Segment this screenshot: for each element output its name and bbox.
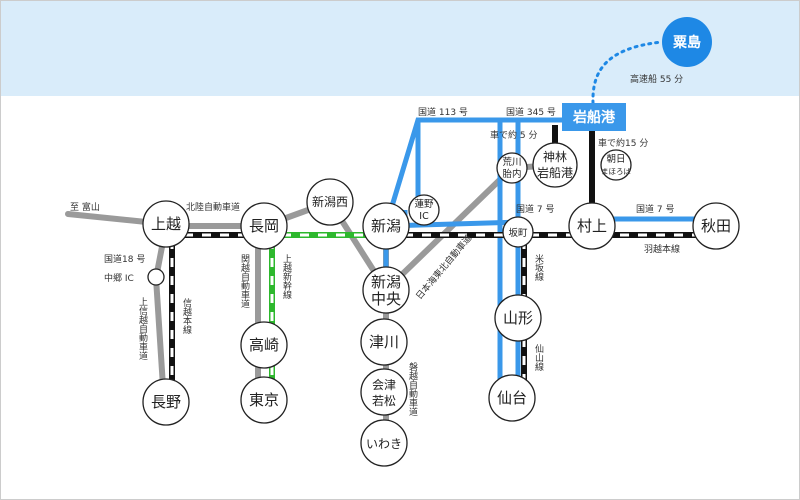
route113-label: 国道 113 号	[418, 106, 468, 118]
car15-label: 車で約15 分	[598, 137, 648, 149]
city-asahi-label-1: 朝日	[606, 154, 625, 165]
city-niigata-nishi-label: 新潟西	[312, 194, 348, 209]
city-murakami[interactable]: 村上	[568, 202, 616, 250]
awashima-node[interactable]: 粟島	[662, 17, 712, 67]
nakago-ic[interactable]: 中郷 IC	[104, 268, 165, 286]
city-arakawa-label-1: 荒川	[502, 157, 521, 168]
iwafune-port-node[interactable]: 岩船港	[562, 103, 626, 131]
ferry-label: 高速船 55 分	[630, 73, 683, 85]
nakago-ic-label: 中郷 IC	[104, 272, 134, 284]
city-nagaoka-label: 長岡	[249, 217, 279, 235]
city-akita[interactable]: 秋田	[692, 202, 740, 250]
city-niigata-label: 新潟	[371, 217, 401, 235]
city-sendai-label: 仙台	[497, 389, 527, 407]
uetsu-label: 羽越本線	[644, 243, 680, 255]
route18-label: 国道18 号	[104, 253, 145, 265]
city-takasaki[interactable]: 高崎	[240, 321, 288, 369]
city-aizu-wakamatsu[interactable]: 会津 若松	[360, 368, 408, 416]
city-nagaoka[interactable]: 長岡	[240, 202, 288, 250]
car5-label: 車で約 5 分	[490, 129, 537, 141]
city-akita-label: 秋田	[701, 217, 731, 235]
route7b-label: 国道 7 号	[636, 203, 674, 215]
city-hasuno-ic[interactable]: 蓮野 IC	[408, 194, 440, 226]
city-aizu-label-2: 若松	[372, 394, 396, 408]
route7a-label: 国道 7 号	[516, 203, 554, 215]
iwafune-port-label: 岩船港	[572, 109, 616, 126]
city-aizu-label-1: 会津	[372, 378, 396, 392]
city-hasuno-ic-label-2: IC	[419, 211, 429, 222]
city-nagano[interactable]: 長野	[142, 378, 190, 426]
city-niigata-chuo-label-2: 中央	[371, 290, 401, 308]
nihonkai-label: 日本海東北自動車道	[413, 232, 474, 302]
city-kamihayashi-label-1: 神林	[543, 150, 567, 164]
city-arakawa-tainai[interactable]: 荒川 胎内	[496, 152, 528, 184]
city-yamagata-label: 山形	[503, 309, 533, 327]
city-asahi-mahoroba[interactable]: 朝日 まほろば	[600, 149, 632, 181]
city-nagano-label: 長野	[151, 393, 181, 411]
awashima-label: 粟島	[672, 34, 701, 51]
kanetsu-label: 関越自動車道	[239, 254, 250, 309]
city-yamagata[interactable]: 山形	[494, 294, 542, 342]
city-sendai[interactable]: 仙台	[488, 374, 536, 422]
hokuriku-label: 北陸自動車道	[186, 201, 240, 213]
city-niigata-chuo-label-1: 新潟	[371, 273, 401, 291]
city-tokyo[interactable]: 東京	[240, 376, 288, 424]
joshinetsu-label: 上信越自動車道	[137, 297, 148, 361]
city-tsugawa[interactable]: 津川	[360, 318, 408, 366]
city-iwaki-label: いわき	[366, 437, 402, 451]
city-kamihayashi[interactable]: 神林 岩船港	[532, 142, 578, 188]
ferry-route	[591, 40, 664, 105]
yonesaka-label: 米坂線	[533, 253, 544, 281]
city-arakawa-label-2: 胎内	[502, 168, 521, 180]
shinetsu-label: 信越本線	[181, 297, 192, 334]
city-joetsu[interactable]: 上越	[142, 200, 190, 248]
city-tokyo-label: 東京	[249, 391, 279, 409]
city-iwaki[interactable]: いわき	[360, 419, 408, 467]
city-asahi-label-2: まほろば	[601, 167, 631, 176]
city-hasuno-ic-label-1: 蓮野	[414, 198, 434, 210]
city-sakamachi-label: 坂町	[508, 228, 528, 239]
city-niigata-chuo[interactable]: 新潟 中央	[362, 266, 410, 314]
senzan-label: 仙山線	[533, 343, 544, 371]
city-tsugawa-label: 津川	[369, 333, 399, 351]
city-niigata-nishi[interactable]: 新潟西	[306, 178, 354, 226]
city-kamihayashi-label-2: 岩船港	[537, 165, 573, 180]
to-toyama-label: 至 富山	[70, 201, 100, 213]
city-niigata[interactable]: 新潟	[362, 202, 410, 250]
banetsu-label: 磐越自動車道	[407, 361, 418, 417]
joetsu-shinkansen-label: 上越新幹線	[281, 254, 292, 299]
city-takasaki-label: 高崎	[249, 336, 279, 354]
city-joetsu-label: 上越	[151, 215, 181, 233]
city-murakami-label: 村上	[577, 217, 607, 235]
route345-label: 国道 345 号	[506, 106, 556, 118]
city-sakamachi[interactable]: 坂町	[502, 216, 534, 248]
